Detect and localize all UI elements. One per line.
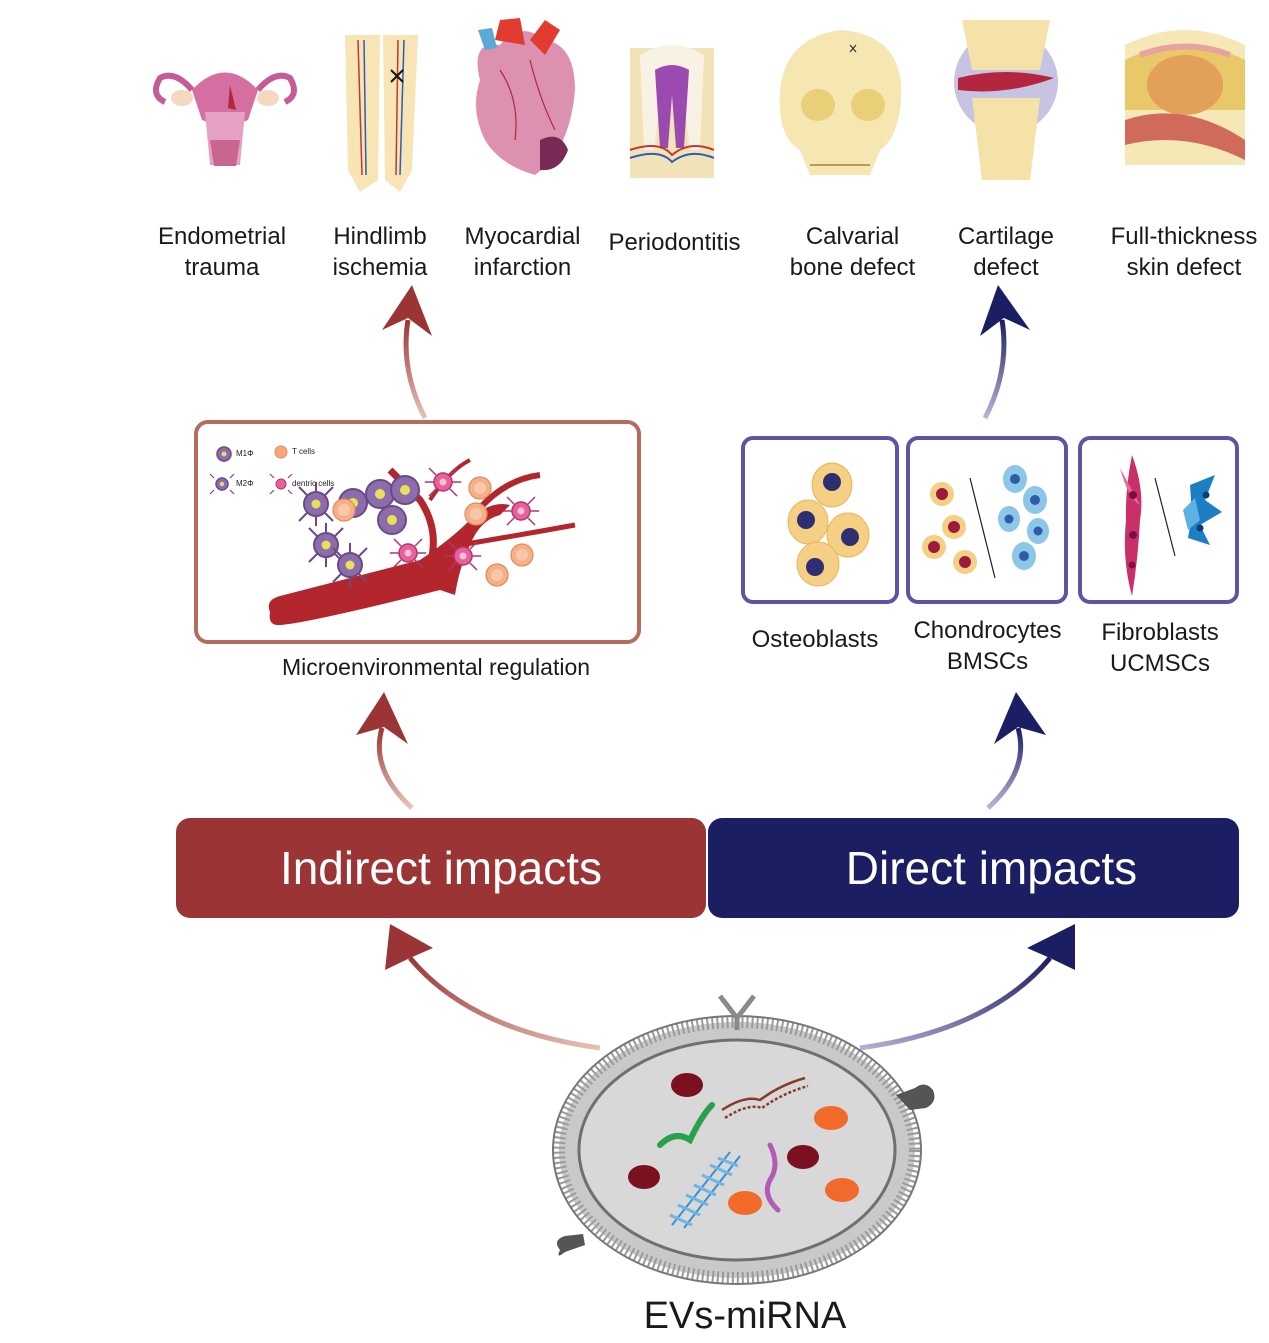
direct-impacts-bar bbox=[708, 818, 1239, 918]
legend-tcells-label: T cells bbox=[292, 447, 315, 456]
m1-macrophage bbox=[377, 505, 407, 535]
condition-line: trauma bbox=[184, 254, 260, 281]
cell-line: Osteoblasts bbox=[751, 626, 879, 653]
condition-line: Calvarial bbox=[805, 223, 900, 250]
microenvironment-panel bbox=[194, 420, 641, 644]
wrench-left-icon bbox=[556, 1234, 585, 1256]
dendritic-cell bbox=[424, 467, 462, 497]
tooth-illustration bbox=[629, 45, 715, 178]
condition-label-myocardial: Myocardial infarction bbox=[450, 221, 595, 283]
chondrocyte-bmsc-cells bbox=[922, 465, 1049, 579]
m1-macrophage bbox=[390, 475, 420, 505]
dendritic-cell bbox=[444, 541, 482, 571]
legend-m2-label: M2Φ bbox=[236, 479, 254, 488]
arrow-ev-to-indirect bbox=[385, 924, 601, 1051]
legend-tcell-icon bbox=[274, 445, 288, 459]
condition-label-endometrial: Endometrial trauma bbox=[142, 221, 302, 283]
condition-line: Myocardial bbox=[464, 223, 581, 250]
wrench-right-icon bbox=[896, 1084, 935, 1110]
m2-macrophage bbox=[298, 481, 334, 527]
condition-line: ischemia bbox=[332, 254, 428, 281]
condition-line: Endometrial bbox=[157, 223, 287, 250]
condition-label-skin: Full-thickness skin defect bbox=[1100, 221, 1268, 283]
skin-illustration bbox=[1125, 30, 1245, 165]
t-cell bbox=[468, 476, 492, 500]
cell-label-chondrocytes: Chondrocytes BMSCs bbox=[900, 615, 1075, 677]
ev-mirna-label: EVs-miRNA bbox=[643, 1295, 847, 1337]
t-cell bbox=[332, 498, 356, 522]
indirect-impacts-bar bbox=[176, 818, 706, 918]
condition-label-calvarial: Calvarial bone defect bbox=[775, 221, 930, 283]
cell-label-fibroblasts: Fibroblasts UCMSCs bbox=[1080, 617, 1240, 679]
arrow-ev-to-direct bbox=[859, 924, 1075, 1051]
hindlimb-illustration bbox=[345, 35, 418, 192]
legend-dendritic-label: dentric cells bbox=[292, 479, 335, 488]
condition-line: Periodontitis bbox=[608, 229, 741, 256]
condition-line: Cartilage bbox=[957, 223, 1055, 250]
fibroblast-ucmsc-cells bbox=[1120, 455, 1222, 596]
condition-line: infarction bbox=[473, 254, 572, 281]
receptor-icon bbox=[718, 994, 756, 1030]
condition-line: Full-thickness bbox=[1110, 223, 1258, 250]
m1-macrophage bbox=[365, 479, 395, 509]
t-cell bbox=[464, 502, 488, 526]
cell-line: Chondrocytes bbox=[913, 617, 1062, 644]
arrow-micro-to-conditions bbox=[382, 285, 432, 420]
joint-illustration bbox=[954, 20, 1058, 180]
condition-label-periodontitis: Periodontitis bbox=[597, 227, 752, 258]
condition-line: skin defect bbox=[1126, 254, 1242, 281]
condition-label-cartilage: Cartilage defect bbox=[940, 221, 1072, 283]
legend-m1-label: M1Φ bbox=[236, 449, 254, 458]
cell-line: BMSCs bbox=[946, 648, 1029, 675]
condition-line: bone defect bbox=[789, 254, 916, 281]
fibroblasts-panel bbox=[1078, 436, 1239, 604]
t-cell bbox=[510, 543, 534, 567]
ev-vesicle bbox=[552, 1015, 922, 1285]
arrow-cells-to-conditions bbox=[980, 285, 1030, 420]
cell-line: Fibroblasts bbox=[1101, 619, 1219, 646]
m2-macrophage bbox=[332, 542, 368, 588]
t-cell bbox=[485, 563, 509, 587]
direct-impacts-label: Direct impacts bbox=[845, 842, 1138, 894]
condition-label-hindlimb: Hindlimb ischemia bbox=[315, 221, 445, 283]
cell-label-osteoblasts: Osteoblasts bbox=[735, 624, 895, 655]
skull-illustration bbox=[779, 30, 902, 175]
condition-line: Hindlimb bbox=[333, 223, 427, 250]
micro-caption: Microenvironmental regulation bbox=[281, 654, 591, 680]
arrow-direct-to-cells bbox=[986, 692, 1046, 810]
cell-line: UCMSCs bbox=[1110, 650, 1210, 677]
m2-macrophage bbox=[308, 522, 344, 568]
indirect-impacts-label: Indirect impacts bbox=[279, 842, 603, 894]
dendritic-cell bbox=[502, 496, 540, 526]
heart-illustration bbox=[476, 18, 575, 175]
dendritic-cell bbox=[389, 538, 427, 568]
condition-line: defect bbox=[973, 254, 1039, 281]
ev-cargo bbox=[628, 1073, 859, 1229]
uterus-illustration bbox=[153, 72, 297, 166]
legend-m1-icon bbox=[216, 446, 232, 462]
legend-m2-icon bbox=[209, 473, 235, 495]
legend-dendritic-icon bbox=[269, 473, 293, 495]
micro-cells bbox=[298, 467, 540, 588]
osteoblast-cells bbox=[787, 462, 870, 587]
arrow-indirect-to-micro bbox=[356, 692, 414, 810]
